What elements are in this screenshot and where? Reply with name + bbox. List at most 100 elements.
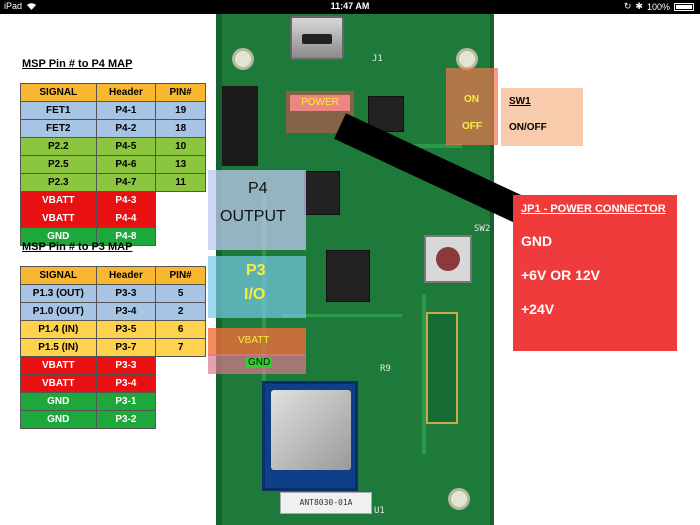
gnd-overlay: GND — [208, 354, 306, 374]
cell-signal: P1.5 (IN) — [20, 338, 97, 357]
cell-header: P4-1 — [95, 101, 157, 120]
silk-j1: J1 — [372, 54, 383, 64]
col-header-header: Header — [95, 266, 157, 285]
cell-header: P3-1 — [95, 392, 157, 411]
col-header-pin: PIN# — [155, 266, 206, 285]
bluetooth-icon: ✱ — [635, 1, 643, 11]
vbatt-overlay: VBATT — [208, 328, 306, 356]
p4-map-title: MSP Pin # to P4 MAP — [22, 58, 133, 70]
col-header-header: Header — [95, 83, 157, 102]
cell-signal: FET2 — [20, 119, 97, 138]
col-header-pin: PIN# — [155, 83, 206, 102]
cell-signal: VBATT — [20, 191, 97, 210]
antenna-label: ANT8030-01A — [280, 492, 372, 514]
rotation-lock-icon: ↻ — [623, 1, 632, 11]
mounting-hole — [448, 488, 470, 510]
mounting-hole — [232, 48, 254, 70]
gnd-label: GND — [246, 357, 273, 368]
cell-pin: 2 — [155, 302, 206, 321]
mounting-hole — [456, 48, 478, 70]
cell-pin: 6 — [155, 320, 206, 339]
cell-header: P4-2 — [95, 119, 157, 138]
status-bar: iPad 11:47 AM ↻ ✱ 100% — [0, 0, 700, 14]
status-left: iPad — [4, 1, 37, 11]
cell-header: P3-4 — [95, 302, 157, 321]
header-p1 — [426, 312, 458, 424]
cell-header: P3-5 — [95, 320, 157, 339]
p4-label: P4 — [248, 180, 268, 197]
chip-mosfet — [304, 171, 340, 215]
cell-header: P4-8 — [95, 227, 157, 246]
jp1-title: JP1 - POWER CONNECTOR — [521, 203, 666, 215]
jp1-line-2: +6V OR 12V — [521, 267, 600, 283]
cell-signal: VBATT — [20, 356, 97, 375]
cell-header: P3-4 — [95, 374, 157, 393]
module-shield — [271, 390, 351, 470]
battery-icon — [674, 2, 694, 11]
sw1-desc: ON/OFF — [509, 122, 547, 133]
cell-header: P4-5 — [95, 137, 157, 156]
jp1-callout: JP1 - POWER CONNECTOR GND +6V OR 12V +24… — [513, 195, 677, 351]
cell-pin — [156, 357, 206, 375]
cell-pin — [156, 411, 206, 429]
cell-header: P3-3 — [95, 356, 157, 375]
cell-pin: 19 — [155, 101, 206, 120]
cell-pin — [156, 375, 206, 393]
carrier-label: iPad — [4, 1, 23, 11]
p3-map-title: MSP Pin # to P3 MAP — [22, 241, 133, 253]
cell-header: P4-4 — [95, 209, 157, 228]
chip-mcu — [326, 250, 370, 302]
cell-signal: P1.3 (OUT) — [20, 284, 97, 303]
status-right: ↻ ✱ 100% — [624, 1, 694, 12]
cell-pin — [156, 210, 206, 228]
sw-on-label: ON — [464, 94, 479, 105]
cell-signal: GND — [20, 410, 97, 429]
cell-header: P4-6 — [95, 155, 157, 174]
cell-header: P4-7 — [95, 173, 157, 192]
status-time: 11:47 AM — [330, 1, 370, 11]
p3-io-label: I/O — [244, 286, 266, 303]
cell-signal: FET1 — [20, 101, 97, 120]
col-header-signal: SIGNAL — [20, 83, 97, 102]
p4-output-label: OUTPUT — [220, 208, 286, 225]
cell-header: P3-2 — [95, 410, 157, 429]
sw1-callout: SW1 ON/OFF — [501, 88, 583, 146]
cell-signal: P1.4 (IN) — [20, 320, 97, 339]
cell-pin: 13 — [155, 155, 206, 174]
power-label: POWER — [290, 95, 350, 111]
battery-percent: 100% — [646, 1, 670, 12]
jp1-line-3: +24V — [521, 301, 555, 317]
cell-pin — [156, 393, 206, 411]
cell-signal: P2.5 — [20, 155, 97, 174]
cell-pin — [156, 192, 206, 210]
cell-pin: 18 — [155, 119, 206, 138]
cell-header: P3-3 — [95, 284, 157, 303]
header-jp2 — [222, 86, 258, 166]
p3-overlay: P3 I/O — [208, 256, 306, 318]
vbatt-label: VBATT — [238, 335, 270, 346]
push-button-sw2 — [424, 235, 472, 283]
cell-pin — [156, 228, 206, 246]
cell-signal: P2.2 — [20, 137, 97, 156]
cell-pin: 10 — [155, 137, 206, 156]
sw-off-label: OFF — [462, 121, 482, 132]
cell-signal: P1.0 (OUT) — [20, 302, 97, 321]
cell-signal: VBATT — [20, 209, 97, 228]
cell-signal: VBATT — [20, 374, 97, 393]
sw1-title: SW1 — [509, 96, 531, 107]
usb-connector — [290, 16, 344, 60]
